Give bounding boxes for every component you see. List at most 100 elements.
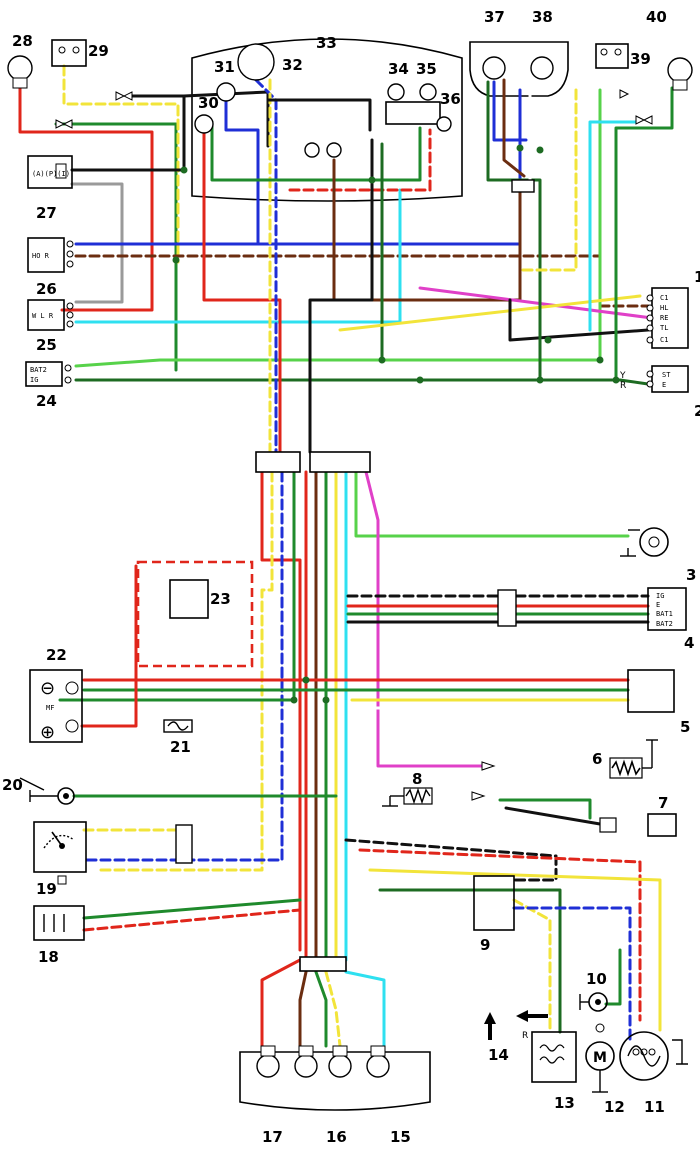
component-number: 28 bbox=[12, 32, 33, 50]
junction-dot bbox=[536, 376, 544, 384]
svg-text:M: M bbox=[593, 1050, 607, 1066]
pin-label: C1 bbox=[660, 294, 668, 302]
wire-label: R bbox=[522, 1031, 528, 1041]
wire-harness bbox=[18, 64, 674, 1048]
junction-dot bbox=[596, 356, 604, 364]
wire-blue bbox=[512, 906, 632, 1042]
wire-red bbox=[18, 86, 154, 312]
rear-bulbs: 15 16 17 bbox=[256, 1045, 411, 1146]
harness-connector-left bbox=[255, 451, 301, 473]
component-number: 35 bbox=[416, 60, 437, 78]
wire-black bbox=[504, 806, 602, 826]
component-number: 6 bbox=[592, 750, 602, 768]
component-number: 21 bbox=[170, 738, 191, 756]
pin-label: ST bbox=[662, 371, 671, 379]
wire-red bbox=[358, 848, 642, 1022]
sensor-7: 7 bbox=[599, 794, 677, 837]
pin-label: TL bbox=[660, 324, 668, 332]
component-number: 13 bbox=[554, 1094, 575, 1112]
wire-brown bbox=[298, 970, 308, 1048]
component-number: 37 bbox=[484, 8, 505, 26]
pin-label: IG bbox=[656, 592, 664, 600]
component-number: 16 bbox=[326, 1128, 347, 1146]
regulator-5: 5 bbox=[627, 669, 690, 736]
component-number: 40 bbox=[646, 8, 667, 26]
module-9: 9 bbox=[473, 875, 515, 954]
switch-10: 10 bbox=[579, 970, 608, 1012]
inline-plugs bbox=[55, 89, 653, 129]
component-number: 1 bbox=[694, 268, 700, 286]
connector-26: HO R 26 bbox=[27, 237, 74, 298]
pin-label: C1 bbox=[660, 336, 668, 344]
component-number: 8 bbox=[412, 770, 422, 788]
wire-black bbox=[308, 138, 374, 454]
pin-label: E bbox=[656, 601, 660, 609]
wire-label: R bbox=[620, 381, 626, 391]
junction-dot bbox=[172, 256, 180, 264]
junction-dot bbox=[302, 676, 310, 684]
connector-29: 29 bbox=[51, 39, 109, 67]
junction-dot bbox=[180, 166, 188, 174]
wire-brown bbox=[332, 158, 522, 302]
wire-red bbox=[82, 908, 302, 932]
junction-dot bbox=[516, 144, 524, 152]
component-number: 5 bbox=[680, 718, 690, 736]
component-number: 17 bbox=[262, 1128, 283, 1146]
pin-label: MF bbox=[46, 704, 54, 712]
wire-label: Y bbox=[619, 371, 626, 381]
wire-dark-green bbox=[486, 80, 542, 382]
rear-light-housing bbox=[239, 1051, 431, 1111]
junction-dot bbox=[544, 336, 552, 344]
wire-green bbox=[82, 898, 302, 920]
wire-dark-green bbox=[74, 378, 650, 386]
instrument-cluster-outline bbox=[191, 38, 463, 202]
pin-label: E bbox=[662, 381, 666, 389]
component-number: 11 bbox=[644, 1098, 665, 1116]
component-number: 33 bbox=[316, 34, 337, 52]
component-number: 18 bbox=[38, 948, 59, 966]
wire-yellow bbox=[368, 868, 662, 1032]
component-number: 12 bbox=[604, 1098, 625, 1116]
wire-dark-green bbox=[378, 888, 562, 1034]
connector-25: W L R 25 bbox=[27, 299, 74, 354]
spark-plug-14: 14 bbox=[484, 1010, 548, 1064]
wire-green bbox=[210, 120, 422, 182]
wire-green bbox=[314, 970, 328, 1048]
wire-yellow bbox=[62, 64, 180, 264]
harness-connector-4 bbox=[497, 589, 517, 627]
component-number: 26 bbox=[36, 280, 57, 298]
component-number: 34 bbox=[388, 60, 409, 78]
component-number: 30 bbox=[198, 94, 219, 112]
component-number: 39 bbox=[630, 50, 651, 68]
pin-label: IG bbox=[30, 376, 38, 384]
wire-brown bbox=[502, 78, 526, 178]
svg-text:⊖: ⊖ bbox=[40, 678, 55, 699]
turn-signal-pair-housing bbox=[469, 41, 569, 97]
wire-black bbox=[508, 298, 650, 342]
component-number: 29 bbox=[88, 42, 109, 60]
component-number: 22 bbox=[46, 646, 67, 664]
wire-yellow bbox=[324, 970, 342, 1048]
component-number: 4 bbox=[684, 634, 694, 652]
wire-red bbox=[80, 564, 138, 728]
junction-dot bbox=[290, 696, 298, 704]
component-number: 31 bbox=[214, 58, 235, 76]
pin-label: HL bbox=[660, 304, 668, 312]
bulb-40: 40 bbox=[646, 8, 693, 91]
switch-2: ST E Y R 2 bbox=[619, 365, 700, 420]
horn-3: 3 bbox=[620, 527, 696, 584]
component-number: 24 bbox=[36, 392, 57, 410]
component-number: 19 bbox=[36, 880, 57, 898]
junction-dot bbox=[322, 696, 330, 704]
component-number: 2 bbox=[694, 402, 700, 420]
resistor-6: 6 bbox=[481, 739, 658, 779]
wire-red bbox=[202, 130, 282, 454]
cluster-bulbs: 30 31 32 33 34 35 36 bbox=[194, 34, 461, 158]
component-number: 23 bbox=[210, 590, 231, 608]
fuel-sender-19: 19 bbox=[33, 821, 87, 898]
wire-blue bbox=[84, 470, 284, 862]
wire-yellow bbox=[98, 470, 274, 872]
pin-label: BAT2 bbox=[656, 620, 673, 628]
wire-magenta bbox=[418, 286, 654, 320]
